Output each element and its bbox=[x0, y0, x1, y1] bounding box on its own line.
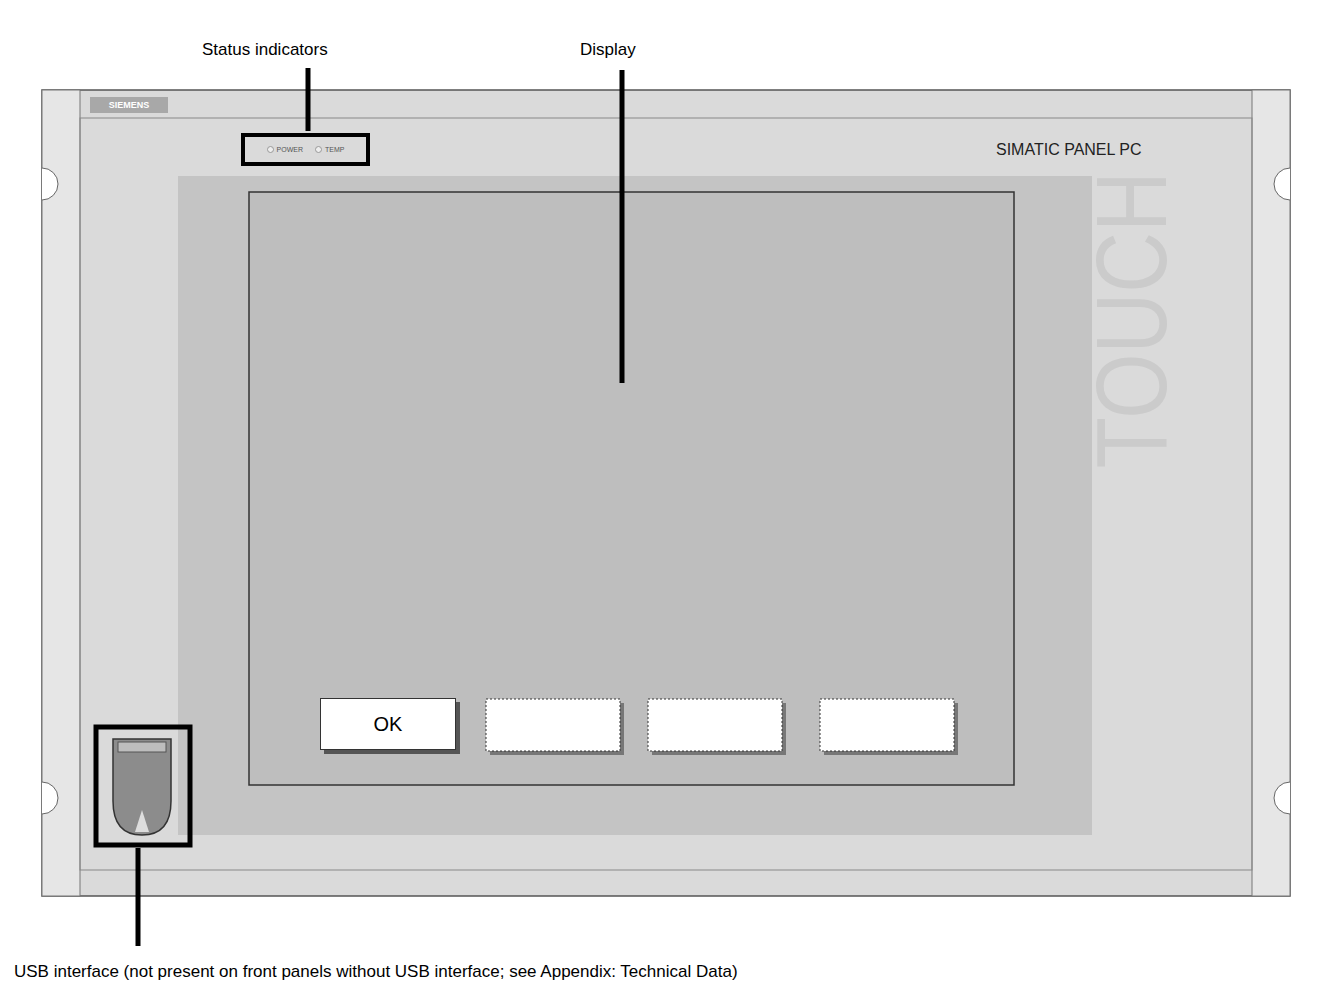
callout-label: USB interface (not present on front pane… bbox=[14, 962, 738, 982]
node-text: TEMP bbox=[315, 146, 344, 153]
usb-cover bbox=[113, 739, 171, 835]
side-strip bbox=[42, 90, 80, 896]
callout-label: Status indicators bbox=[202, 40, 328, 60]
mount-notch bbox=[42, 168, 58, 200]
callout-label: Display bbox=[580, 40, 636, 60]
touch-watermark: TOUCH bbox=[1081, 171, 1182, 468]
mount-notch bbox=[1274, 782, 1290, 814]
brand-badge: SIEMENS bbox=[90, 97, 168, 113]
leader-line bbox=[136, 848, 141, 946]
front-border bbox=[80, 118, 1252, 870]
node-text: SIEMENS bbox=[109, 100, 150, 110]
empty-button bbox=[820, 699, 954, 751]
mount-notch bbox=[1274, 168, 1290, 200]
empty-button bbox=[486, 699, 620, 751]
ok-button: OK bbox=[320, 698, 456, 750]
empty-button bbox=[648, 699, 782, 751]
status-indicator-box: POWER TEMP bbox=[241, 133, 370, 166]
display-bezel bbox=[178, 176, 1092, 835]
display bbox=[249, 192, 1014, 785]
housing bbox=[42, 90, 1290, 896]
usb-tab bbox=[135, 810, 149, 832]
side-strip bbox=[1252, 90, 1290, 896]
product-name: SIMATIC PANEL PC bbox=[996, 141, 1142, 159]
usb-slot bbox=[118, 742, 166, 752]
mount-notch bbox=[42, 782, 58, 814]
leader-line bbox=[306, 68, 311, 131]
node-text: POWER bbox=[267, 146, 303, 153]
node-text: OK bbox=[374, 713, 403, 736]
leader-line bbox=[620, 70, 625, 383]
usb-callout-box bbox=[96, 727, 190, 845]
